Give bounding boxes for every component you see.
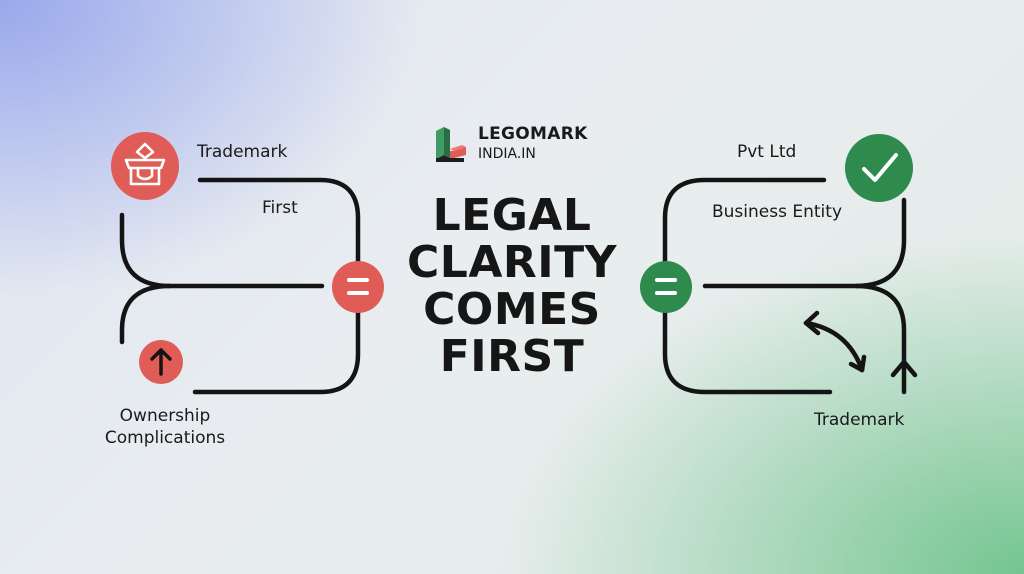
headline-line-3: COMES bbox=[423, 284, 601, 335]
brand-logo: LEGOMARK INDIA.IN bbox=[434, 124, 588, 164]
right-business-entity-label: Business Entity bbox=[712, 202, 842, 222]
left-track bbox=[119, 177, 361, 395]
headline-line-4: FIRST bbox=[439, 331, 585, 382]
checkmark-icon bbox=[845, 134, 913, 202]
left-first-label: First bbox=[262, 198, 298, 218]
headline: LEGAL CLARITY COMES FIRST bbox=[392, 192, 632, 380]
store-icon bbox=[111, 132, 179, 200]
left-equals-icon bbox=[332, 261, 384, 313]
exchange-arrow-icon bbox=[803, 310, 867, 373]
right-track bbox=[662, 177, 918, 395]
right-equals-icon bbox=[640, 261, 692, 313]
left-ownership-label: Ownership Complications bbox=[95, 405, 235, 449]
brand-name: LEGOMARK bbox=[478, 124, 588, 144]
complications-line: Complications bbox=[104, 428, 226, 448]
arrow-up-icon bbox=[139, 340, 183, 384]
left-trademark-label: Trademark bbox=[197, 142, 288, 162]
legomark-logo-icon bbox=[436, 127, 466, 162]
brand-domain: INDIA.IN bbox=[478, 146, 536, 162]
headline-line-2: CLARITY bbox=[406, 237, 617, 288]
right-pvt-ltd-label: Pvt Ltd bbox=[737, 142, 797, 162]
ownership-line: Ownership bbox=[119, 406, 211, 426]
right-trademark-label: Trademark bbox=[814, 410, 905, 430]
headline-line-1: LEGAL bbox=[432, 190, 592, 241]
